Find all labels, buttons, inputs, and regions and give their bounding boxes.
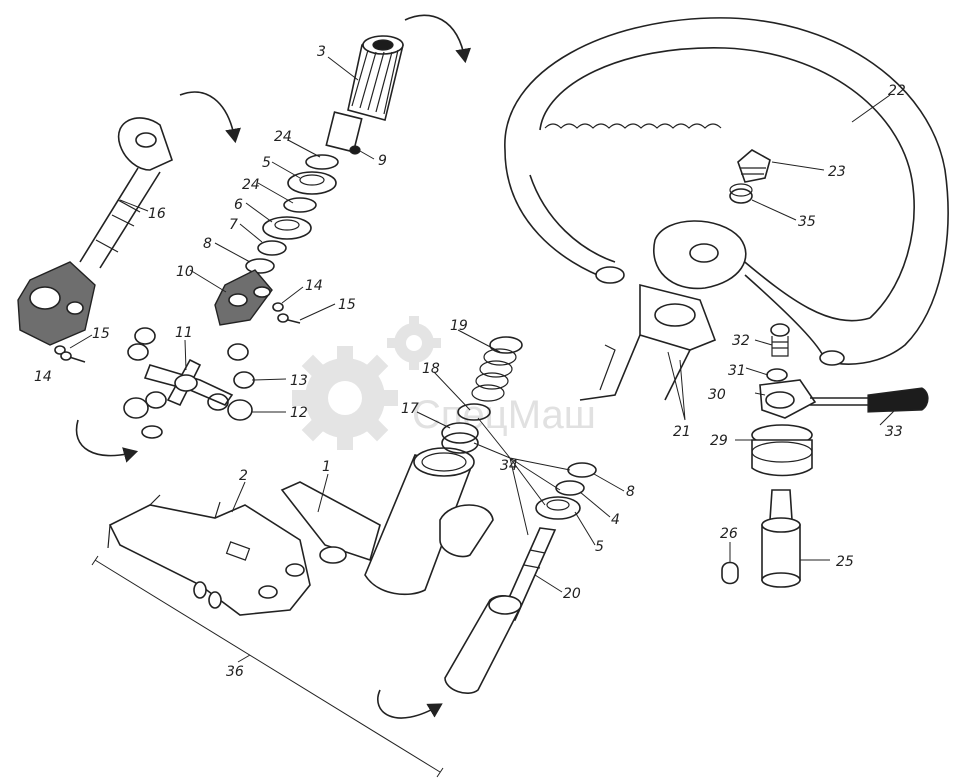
part-8-circlip-right <box>567 462 597 478</box>
part-36-assembly-dimension <box>91 555 444 778</box>
watermark-text: СпецМаш <box>412 393 596 437</box>
label-21: 21 <box>673 424 691 440</box>
part-14-nut-left <box>54 345 66 355</box>
label-24-lower: 24 <box>242 177 260 193</box>
part-19-spring <box>471 336 523 402</box>
label-5-lower: 5 <box>595 539 604 555</box>
label-32: 32 <box>732 333 750 349</box>
part-24-ring-lower <box>283 197 317 213</box>
leader-lines <box>69 56 896 663</box>
rotation-arrows <box>75 14 472 719</box>
part-11-universal-cross <box>143 358 234 407</box>
label-14-right: 14 <box>305 278 323 294</box>
part-5-bearing-lower <box>535 496 581 520</box>
part-35-spring <box>729 183 753 204</box>
label-5-upper: 5 <box>262 155 271 171</box>
part-14-nut-right <box>272 302 284 312</box>
label-30: 30 <box>708 387 726 403</box>
label-34: 34 <box>500 458 518 474</box>
label-3: 3 <box>317 44 326 60</box>
part-17-bushing <box>441 422 479 454</box>
label-26: 26 <box>720 526 738 542</box>
part-2-bracket <box>107 494 311 616</box>
part-18-ring <box>457 403 491 421</box>
label-11: 11 <box>175 325 193 341</box>
watermark-logo: СпецМаш <box>292 316 596 450</box>
label-9: 9 <box>378 153 387 169</box>
part-24-ring-upper <box>305 154 339 170</box>
part-9-key <box>349 145 361 155</box>
label-10: 10 <box>176 264 194 280</box>
label-33: 33 <box>885 424 903 440</box>
part-15-bolt-left <box>60 351 86 363</box>
label-22: 22 <box>888 83 906 99</box>
label-6: 6 <box>234 197 243 213</box>
label-29: 29 <box>710 433 728 449</box>
label-4: 4 <box>611 512 620 528</box>
part-15-bolt-right <box>277 313 301 324</box>
label-19: 19 <box>450 318 468 334</box>
label-35: 35 <box>798 214 816 230</box>
part-8-circlip <box>245 258 275 274</box>
part-23-horn-button <box>737 149 771 183</box>
label-7: 7 <box>229 217 238 233</box>
part-1-column-housing <box>280 447 494 596</box>
label-1: 1 <box>322 459 331 475</box>
part-25-bushing <box>761 489 801 588</box>
gear-icon <box>292 316 441 450</box>
part-31-washer <box>766 368 788 382</box>
label-12: 12 <box>290 405 308 421</box>
label-25: 25 <box>836 554 854 570</box>
label-36: 36 <box>226 664 244 680</box>
part-20-column-shaft <box>444 527 557 694</box>
label-13: 13 <box>290 373 308 389</box>
part-10-fork <box>214 269 273 326</box>
part-21-support <box>579 283 717 401</box>
part-30-lever-body <box>759 379 870 419</box>
label-23: 23 <box>828 164 846 180</box>
label-16: 16 <box>148 206 166 222</box>
label-15-right: 15 <box>338 297 356 313</box>
label-14-left: 14 <box>34 369 52 385</box>
label-31: 31 <box>728 363 746 379</box>
label-2: 2 <box>239 468 248 484</box>
label-8-left: 8 <box>203 236 212 252</box>
label-24-upper: 24 <box>274 129 292 145</box>
part-22-steering-wheel <box>504 17 949 366</box>
label-17: 17 <box>401 401 419 417</box>
part-3-spline-shaft <box>325 35 404 153</box>
part-12-needle-cups <box>123 391 253 421</box>
label-18: 18 <box>422 361 440 377</box>
label-20: 20 <box>563 586 581 602</box>
part-29-sleeve <box>751 424 813 477</box>
part-32-screw <box>770 323 790 357</box>
callout-labels: 3 24 5 24 6 7 8 10 16 9 14 15 15 14 11 1… <box>34 44 906 680</box>
part-33-handle <box>867 387 929 413</box>
part-4-ring <box>555 480 585 496</box>
part-6-bearing <box>262 216 312 240</box>
part-26-key <box>721 561 739 585</box>
part-16-cardan-shaft <box>17 117 173 346</box>
part-13-needle-cups-upper <box>127 327 255 439</box>
label-8-right: 8 <box>626 484 635 500</box>
label-15-left: 15 <box>92 326 110 342</box>
part-7-ring <box>257 240 287 256</box>
